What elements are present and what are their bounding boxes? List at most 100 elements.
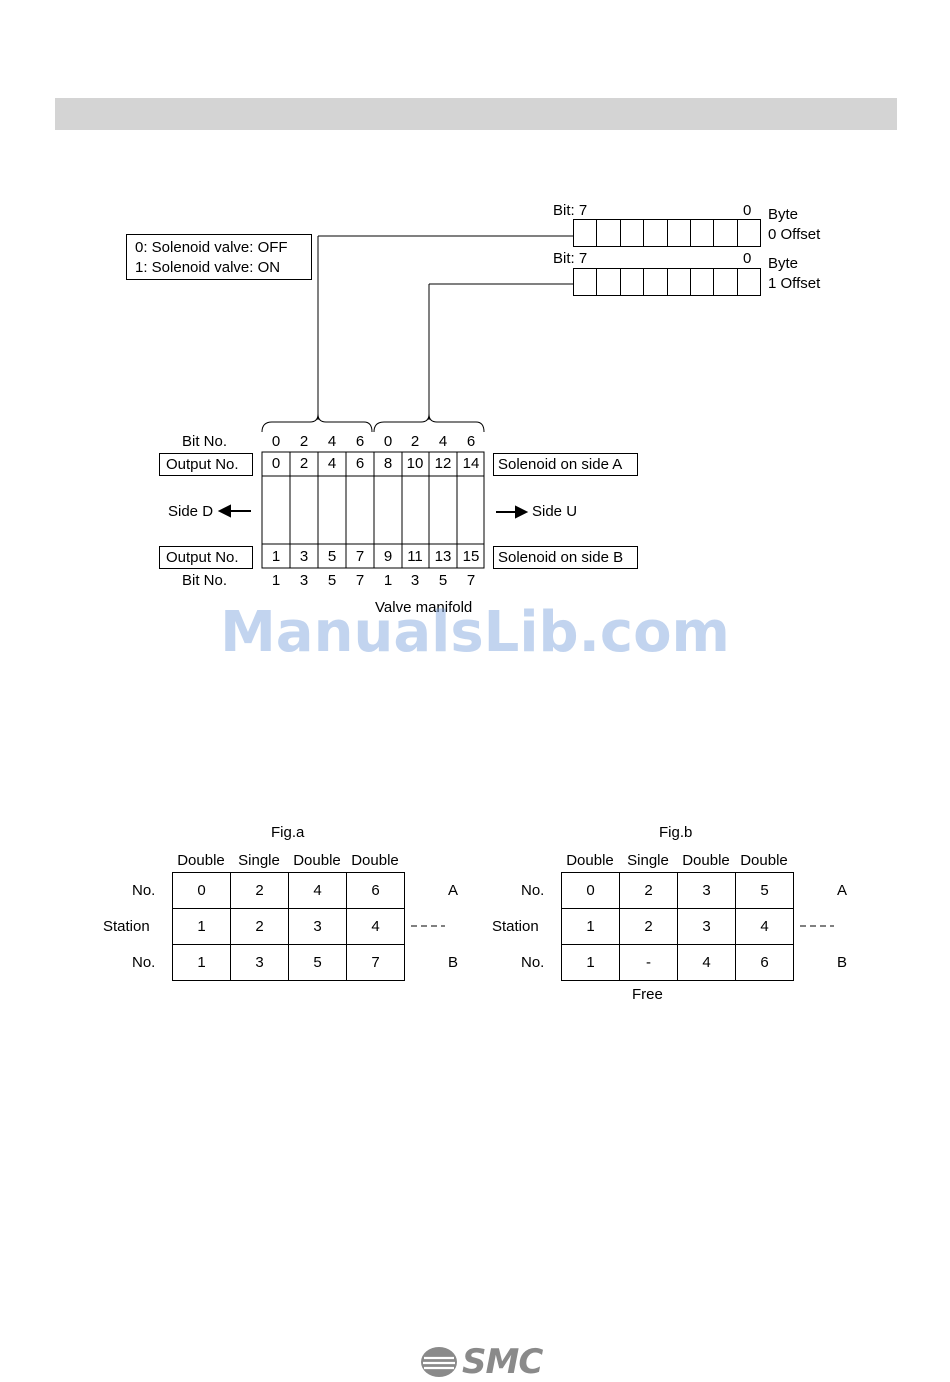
fig_a-cell-2-3: 7 xyxy=(346,944,405,981)
fig_a-cell-1-3: 4 xyxy=(346,908,405,945)
bottom-output-1: 3 xyxy=(299,548,309,565)
fig_a-cell-1-1: 2 xyxy=(230,908,289,945)
fig_b-type-3: Double xyxy=(740,852,788,869)
valve-manifold-caption: Valve manifold xyxy=(375,599,473,616)
bottom-output-4: 9 xyxy=(383,548,393,565)
top-bit-6: 4 xyxy=(438,433,448,450)
fig_b-cell-1-2: 3 xyxy=(677,908,736,945)
bottom-bit-1: 3 xyxy=(299,572,309,589)
output-no-top-label: Output No. xyxy=(159,453,253,476)
byte0-label: Byte xyxy=(768,206,799,223)
fig_a-cell-2-0: 1 xyxy=(172,944,231,981)
bottom-bit-4: 1 xyxy=(383,572,393,589)
top-output-5: 10 xyxy=(406,455,424,472)
bottom-bit-6: 5 xyxy=(438,572,448,589)
fig-a-row-label-no-bottom: No. xyxy=(132,954,156,971)
fig-a-side-a: A xyxy=(448,882,459,899)
side-d-label: Side D xyxy=(168,503,214,520)
top-output-2: 4 xyxy=(327,455,337,472)
fig_a-cell-0-2: 4 xyxy=(288,872,347,909)
top-output-1: 2 xyxy=(299,455,309,472)
fig-a-side-b: B xyxy=(448,954,459,971)
fig-b-row-label-no-bottom: No. xyxy=(521,954,545,971)
bottom-bit-2: 5 xyxy=(327,572,337,589)
fig_a-type-0: Double xyxy=(177,852,225,869)
legend-off: 0: Solenoid valve: OFF xyxy=(135,239,288,256)
fig_b-type-0: Double xyxy=(566,852,614,869)
fig_b-type-1: Single xyxy=(627,852,669,869)
bottom-bit-3: 7 xyxy=(355,572,365,589)
top-bit-0: 0 xyxy=(271,433,281,450)
top-bit-1: 2 xyxy=(299,433,309,450)
fig_a-cell-0-3: 6 xyxy=(346,872,405,909)
bottom-output-7: 15 xyxy=(462,548,480,565)
smc-logo-text: SMC xyxy=(462,1342,543,1382)
byte0-offset: 0 Offset xyxy=(768,226,821,243)
legend-on: 1: Solenoid valve: ON xyxy=(135,259,281,276)
fig-a-row-label-station: Station xyxy=(103,918,150,935)
fig_a-type-2: Double xyxy=(293,852,341,869)
fig_a-type-3: Double xyxy=(351,852,399,869)
top-bit-4: 0 xyxy=(383,433,393,450)
bottom-output-3: 7 xyxy=(355,548,365,565)
fig_b-cell-0-0: 0 xyxy=(561,872,620,909)
top-bit-7: 6 xyxy=(466,433,476,450)
bottom-bit-0: 1 xyxy=(271,572,281,589)
side-u-label: Side U xyxy=(532,503,578,520)
top-bit-3: 6 xyxy=(355,433,365,450)
fig_b-cell-0-3: 5 xyxy=(735,872,794,909)
bottom-bit-5: 3 xyxy=(410,572,420,589)
bit-no-bottom-label: Bit No. xyxy=(182,572,228,589)
fig_a-type-1: Single xyxy=(238,852,280,869)
section-header-bar xyxy=(55,98,897,130)
top-bit-5: 2 xyxy=(410,433,420,450)
top-bit-2: 4 xyxy=(327,433,337,450)
fig-b-free-label: Free xyxy=(632,986,663,1003)
top-output-3: 6 xyxy=(355,455,365,472)
solenoid-side-b-label: Solenoid on side B xyxy=(493,546,638,569)
fig_b-cell-1-0: 1 xyxy=(561,908,620,945)
fig_b-cell-2-2: 4 xyxy=(677,944,736,981)
fig_b-type-2: Double xyxy=(682,852,730,869)
fig_a-cell-2-1: 3 xyxy=(230,944,289,981)
top-output-4: 8 xyxy=(383,455,393,472)
bottom-output-5: 11 xyxy=(407,548,423,565)
solenoid-state-legend: 0: Solenoid valve: OFF 1: Solenoid valve… xyxy=(126,234,312,280)
fig_b-cell-0-1: 2 xyxy=(619,872,678,909)
fig_b-cell-1-3: 4 xyxy=(735,908,794,945)
fig_a-cell-0-0: 0 xyxy=(172,872,231,909)
watermark: ManualsLib.com xyxy=(220,600,730,665)
top-output-7: 14 xyxy=(462,455,480,472)
fig_a-cell-0-1: 2 xyxy=(230,872,289,909)
byte1-bit-low: 0 xyxy=(743,250,752,267)
byte1-bit-high: Bit: 7 xyxy=(553,250,588,267)
fig-b-row-label-station: Station xyxy=(492,918,539,935)
fig_a-cell-1-0: 1 xyxy=(172,908,231,945)
top-output-6: 12 xyxy=(434,455,452,472)
fig_b-cell-2-3: 6 xyxy=(735,944,794,981)
byte0-register xyxy=(573,219,761,247)
fig_b-cell-2-1: - xyxy=(619,944,678,981)
bottom-output-2: 5 xyxy=(327,548,337,565)
fig_b-cell-2-0: 1 xyxy=(561,944,620,981)
bottom-bit-7: 7 xyxy=(466,572,476,589)
bottom-output-0: 1 xyxy=(271,548,281,565)
output-no-bottom-label: Output No. xyxy=(159,546,253,569)
fig_a-cell-1-2: 3 xyxy=(288,908,347,945)
fig-b-side-a: A xyxy=(837,882,848,899)
fig-a-row-label-no-top: No. xyxy=(132,882,156,899)
top-output-0: 0 xyxy=(271,455,281,472)
fig_b-cell-0-2: 3 xyxy=(677,872,736,909)
byte0-bit-low: 0 xyxy=(743,202,752,219)
byte1-register xyxy=(573,268,761,296)
byte1-offset: 1 Offset xyxy=(768,275,821,292)
solenoid-side-a-label: Solenoid on side A xyxy=(493,453,638,476)
